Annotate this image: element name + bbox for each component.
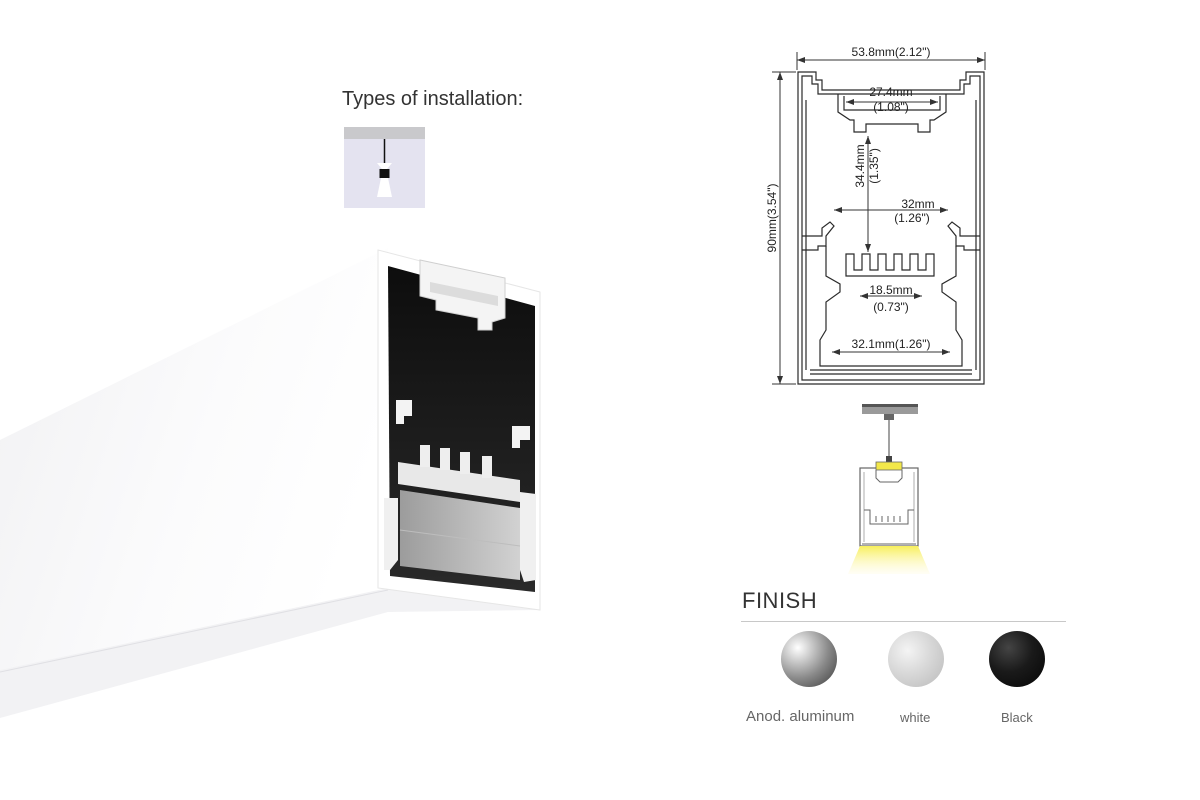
led-width-mm-label: 18.5mm [869,283,912,297]
depth-mm-label: 34.4mm [853,144,867,187]
finish-label-white: white [900,710,931,725]
profile-dimension-drawing: 53.8mm(2.12") 90mm(3.54") [765,45,986,385]
top-channel-mm-label: 27.4mm [869,85,912,99]
finish-divider [741,621,1066,622]
finish-title: FINISH [742,588,818,613]
bottom-width-label: 32.1mm(1.26") [852,337,931,351]
finish-swatch-aluminum[interactable] [781,631,837,687]
profile-product-render [0,248,541,718]
overall-width-label: 53.8mm(2.12") [852,45,931,59]
pendant-light-illustration [848,404,930,574]
installation-title: Types of installation: [342,88,524,110]
inner-width-mm-label: 32mm [901,197,934,211]
led-width-in-label: (0.73") [873,300,909,314]
top-channel-in-label: (1.08") [873,100,909,114]
inner-width-in-label: (1.26") [894,211,930,225]
depth-in-label: (1.35") [867,148,881,184]
finish-label-aluminum: Anod. aluminum [746,708,855,725]
finish-swatch-white[interactable] [888,631,944,687]
finish-label-black: Black [1001,710,1033,725]
overall-height-label: 90mm(3.54") [765,184,779,253]
pendant-installation-icon [344,127,425,208]
finish-swatch-black[interactable] [989,631,1045,687]
